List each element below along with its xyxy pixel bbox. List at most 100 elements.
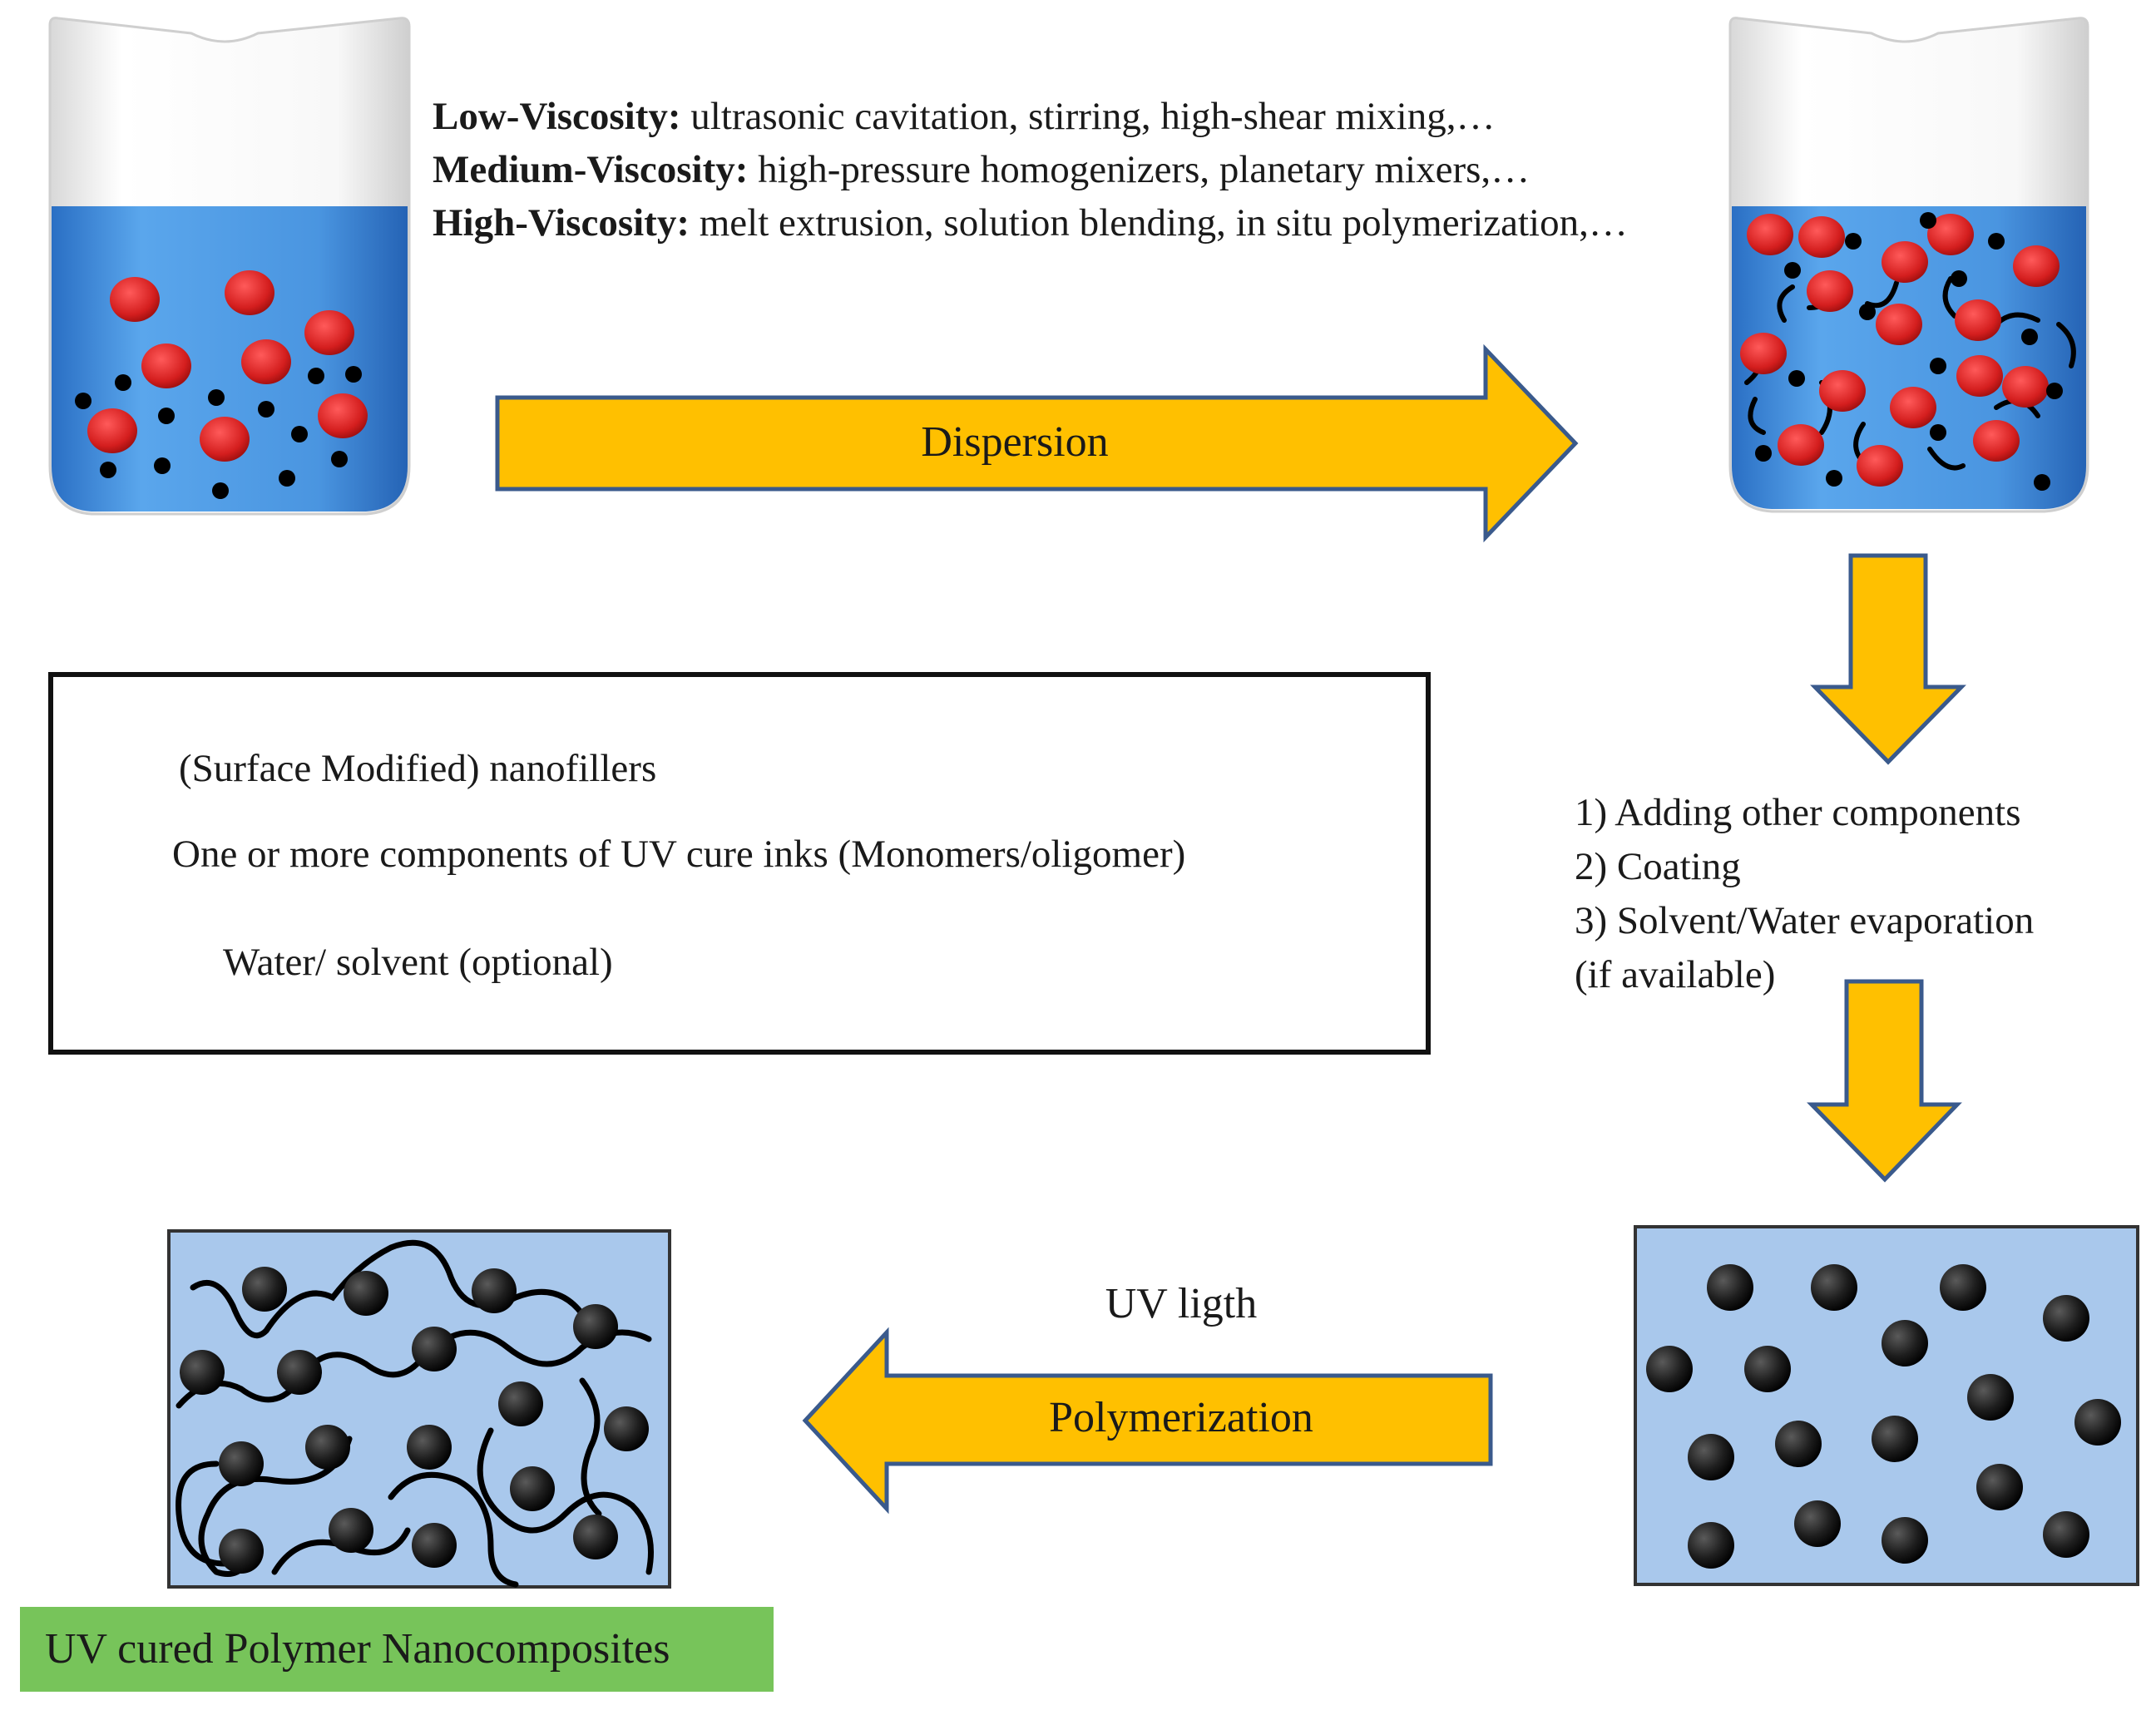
- filler-particle: [277, 1350, 322, 1395]
- polymerization-label: Polymerization: [1049, 1394, 1313, 1441]
- filler-particle: [1707, 1264, 1753, 1311]
- component-particle: [308, 368, 324, 384]
- filler-particle: [604, 1406, 649, 1451]
- component-particle: [75, 393, 91, 409]
- method-low: Low-Viscosity: ultrasonic cavitation, st…: [433, 95, 1496, 138]
- step-2: 2) Coating: [1575, 845, 1741, 888]
- filler-particle: [573, 1515, 618, 1559]
- nanofiller-particle: [318, 393, 368, 438]
- step-1: 1) Adding other components: [1575, 791, 2021, 834]
- dispersion-methods: Low-Viscosity: ultrasonic cavitation, st…: [433, 90, 1628, 250]
- beaker-after-dispersion: [1728, 17, 2089, 513]
- filler-particle: [2043, 1511, 2089, 1558]
- final-product-label: UV cured Polymer Nanocomposites: [20, 1607, 774, 1692]
- nanofiller-particle: [1890, 387, 1936, 428]
- component-particle: [1788, 370, 1805, 387]
- filler-particle: [407, 1425, 452, 1470]
- filler-particle: [1811, 1264, 1857, 1311]
- nanofiller-particle: [241, 339, 291, 384]
- cured-nanocomposite: [167, 1229, 671, 1589]
- component-particle: [1845, 233, 1862, 250]
- filler-particle: [219, 1441, 264, 1486]
- component-particle: [1755, 445, 1772, 462]
- dispersion-label: Dispersion: [921, 418, 1109, 466]
- filler-particle: [1882, 1320, 1928, 1367]
- nanofiller-particle: [1778, 424, 1824, 466]
- polymer-chain: [1942, 276, 1957, 319]
- component-particle: [1826, 470, 1842, 487]
- filler-particle: [1646, 1346, 1693, 1392]
- filler-particle: [242, 1267, 287, 1312]
- down-arrow-1: [1810, 553, 1966, 765]
- polymerization-arrow: [802, 1327, 1493, 1515]
- component-particle: [154, 457, 171, 474]
- nanofiller-particle: [1857, 445, 1903, 487]
- down-arrow-2: [1807, 979, 1962, 1183]
- component-particle: [1930, 358, 1946, 374]
- nanofiller-particle: [1927, 214, 1974, 255]
- component-particle: [291, 426, 308, 442]
- nanofiller-particle: [110, 277, 160, 322]
- nanofiller-particle: [1819, 370, 1866, 412]
- dispersion-arrow: [495, 343, 1579, 543]
- component-particle: [2021, 329, 2038, 345]
- filler-particle: [1794, 1500, 1841, 1547]
- nanofiller-particle: [1798, 216, 1845, 258]
- filler-particle: [1967, 1374, 2014, 1421]
- filler-particle: [1688, 1522, 1734, 1569]
- component-particle: [258, 401, 274, 418]
- nanofiller-particle: [87, 408, 137, 453]
- nanofiller-particle: [1740, 333, 1787, 374]
- filler-particle: [2074, 1399, 2121, 1446]
- step-3-note: (if available): [1575, 953, 1776, 996]
- filler-particle: [329, 1508, 373, 1553]
- filler-particle: [1775, 1421, 1822, 1467]
- nanofiller-particle: [1973, 420, 2020, 462]
- nanofiller-particle: [1955, 299, 2001, 341]
- nanofiller-particle: [1807, 270, 1853, 312]
- filler-particle: [305, 1425, 350, 1470]
- component-particle: [1988, 233, 2005, 250]
- component-particle: [208, 389, 225, 406]
- component-particle: [212, 482, 229, 499]
- nanofiller-particle: [1876, 304, 1922, 345]
- method-high: High-Viscosity: melt extrusion, solution…: [433, 201, 1628, 245]
- nanofiller-particle: [225, 270, 274, 315]
- nanofiller-particle: [1956, 355, 2003, 397]
- nanofiller-particle: [1882, 241, 1928, 283]
- filler-particle: [1976, 1464, 2023, 1510]
- process-steps: 1) Adding other components 2) Coating 3)…: [1575, 786, 2034, 1002]
- component-particle: [331, 451, 348, 467]
- component-particle: [1859, 304, 1876, 320]
- polymer-chain: [1927, 447, 1966, 471]
- legend: [48, 672, 1431, 1055]
- nanofiller-particle: [141, 343, 191, 388]
- polymer-chain: [1748, 397, 1766, 435]
- component-particle: [1930, 424, 1946, 441]
- component-particle: [2046, 383, 2063, 399]
- nanofiller-particle: [2013, 245, 2060, 287]
- component-particle: [2034, 474, 2050, 491]
- filler-particle: [573, 1304, 618, 1349]
- coated-film: [1634, 1225, 2139, 1586]
- component-particle: [1920, 212, 1936, 229]
- component-particle: [1784, 262, 1801, 279]
- component-particle: [100, 462, 116, 478]
- component-particle: [279, 470, 295, 487]
- nanofiller-particle: [304, 310, 354, 355]
- filler-particle: [2043, 1295, 2089, 1342]
- uv-light-label: UV ligth: [1105, 1280, 1258, 1327]
- legend-water-label: Water/ solvent (optional): [223, 941, 613, 984]
- method-medium: Medium-Viscosity: high-pressure homogeni…: [433, 148, 1530, 191]
- filler-particle: [510, 1466, 555, 1511]
- component-particle: [158, 408, 175, 424]
- filler-particle: [1940, 1264, 1986, 1311]
- filler-particle: [219, 1529, 264, 1574]
- filler-particle: [1882, 1517, 1928, 1564]
- legend-components-label: One or more components of UV cure inks (…: [172, 833, 1186, 876]
- beaker-before-dispersion: [48, 17, 411, 516]
- filler-particle: [412, 1327, 457, 1371]
- polymer-chain: [2056, 322, 2076, 368]
- filler-particle: [1744, 1346, 1791, 1392]
